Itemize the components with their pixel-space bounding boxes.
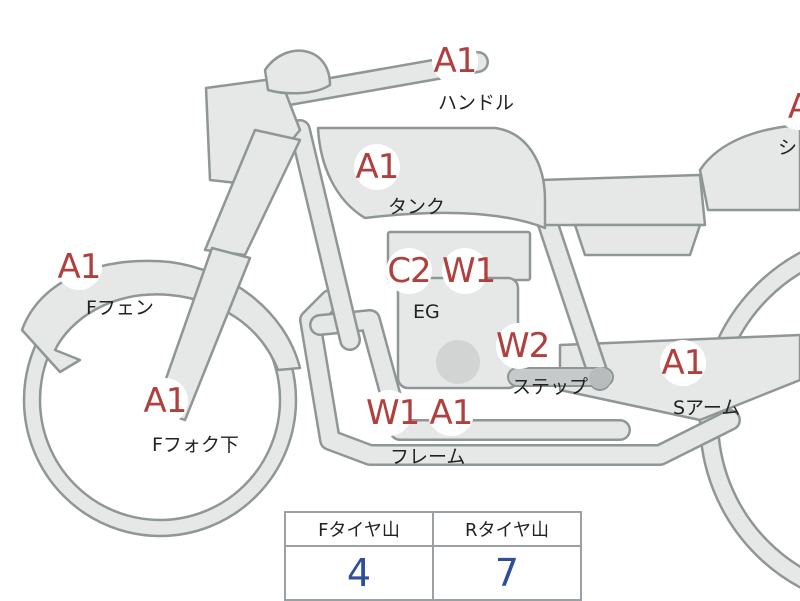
engine-badge-c2: C2 bbox=[386, 248, 432, 294]
tank-label: タンク bbox=[388, 196, 446, 218]
handle-label: ハンドル bbox=[438, 92, 515, 114]
front-tire-value: 4 bbox=[284, 545, 434, 601]
tire-tread-table: Fタイヤ山 Rタイヤ山 4 7 bbox=[284, 511, 582, 601]
frame-label: フレーム bbox=[390, 446, 466, 468]
front-tire-header: Fタイヤ山 bbox=[284, 511, 434, 547]
engine-label: EG bbox=[413, 301, 440, 323]
swing-arm-badge: A1 bbox=[660, 340, 706, 386]
seat bbox=[538, 173, 707, 227]
engine-badge-w1: W1 bbox=[442, 248, 496, 294]
rear-tire-header: Rタイヤ山 bbox=[432, 511, 582, 547]
step-label: ステップ bbox=[512, 376, 589, 398]
step-badge: W2 bbox=[496, 323, 550, 369]
swing-arm-label: Sアーム bbox=[673, 397, 741, 419]
front-fork-badge: A1 bbox=[142, 378, 188, 424]
front-fender-badge: A1 bbox=[56, 244, 102, 290]
handle-badge: A1 bbox=[432, 38, 478, 84]
footstep bbox=[507, 367, 614, 387]
tank-badge: A1 bbox=[354, 144, 400, 190]
front-fork bbox=[203, 128, 302, 257]
front-fender-label: Fフェン bbox=[86, 297, 154, 319]
frame-badge-w1: W1 bbox=[366, 390, 420, 436]
seat-label: シ bbox=[778, 137, 798, 159]
table-value-row: 4 7 bbox=[284, 545, 582, 601]
front-fork-label: Fフォク下 bbox=[152, 434, 239, 456]
frame-badge-a1: A1 bbox=[428, 390, 474, 436]
rear-tire-value: 7 bbox=[432, 545, 582, 601]
table-header-row: Fタイヤ山 Rタイヤ山 bbox=[284, 511, 582, 547]
